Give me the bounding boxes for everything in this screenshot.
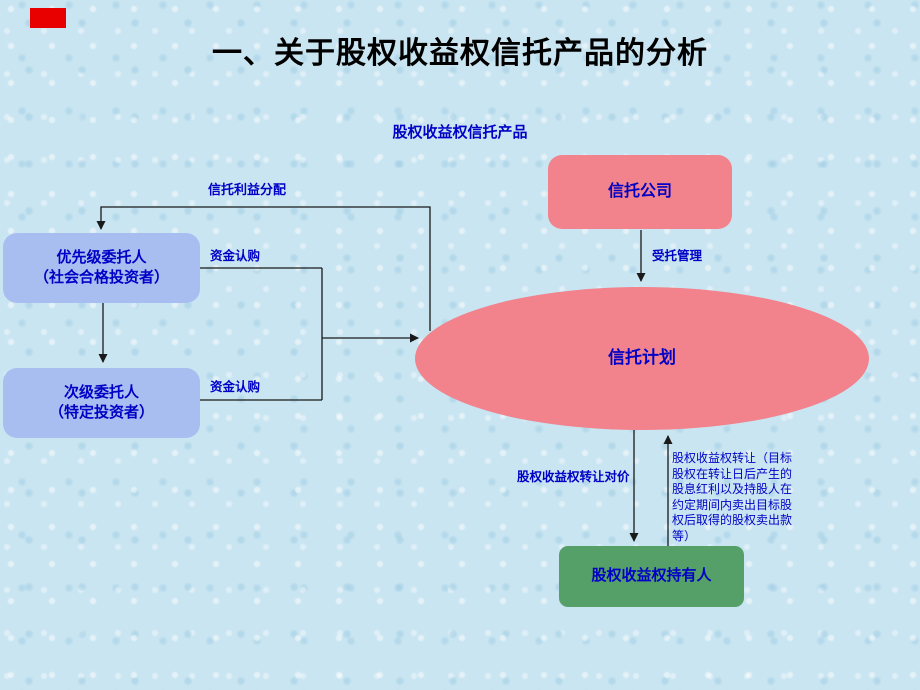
diagram-caption: 股权收益权信托产品 bbox=[392, 124, 528, 141]
node-senior-trustor: 优先级委托人 （社会合格投资者） bbox=[3, 233, 200, 303]
node-equity-income-holder: 股权收益权持有人 bbox=[559, 546, 744, 607]
edge-label-capital-subscription-senior: 资金认购 bbox=[210, 249, 261, 263]
node-junior-trustor-label: 次级委托人 （特定投资者） bbox=[48, 383, 154, 421]
slide-title: 一、关于股权收益权信托产品的分析 bbox=[212, 37, 708, 70]
node-equity-income-holder-label: 股权收益权持有人 bbox=[591, 567, 712, 585]
edge-label-capital-subscription-junior: 资金认购 bbox=[210, 380, 261, 394]
node-trust-plan-ellipse: 信托计划 bbox=[415, 287, 869, 430]
node-trust-plan-label: 信托计划 bbox=[608, 348, 676, 368]
node-junior-trustor: 次级委托人 （特定投资者） bbox=[3, 368, 200, 438]
edge-label-entrusted-management: 受托管理 bbox=[652, 249, 703, 263]
edge-label-transfer-note: 股权收益权转让（目标股权在转让日后产生的股息红利以及持股人在约定期间内卖出目标股… bbox=[672, 451, 793, 543]
node-senior-trustor-label: 优先级委托人 （社会合格投资者） bbox=[33, 248, 169, 286]
edge-label-transfer-consideration: 股权收益权转让对价 bbox=[517, 470, 630, 484]
node-trust-company-label: 信托公司 bbox=[607, 183, 672, 201]
edge-label-trust-benefit-distribution: 信托利益分配 bbox=[208, 182, 287, 197]
node-trust-company: 信托公司 bbox=[548, 155, 732, 229]
red-accent-rectangle bbox=[30, 8, 66, 28]
